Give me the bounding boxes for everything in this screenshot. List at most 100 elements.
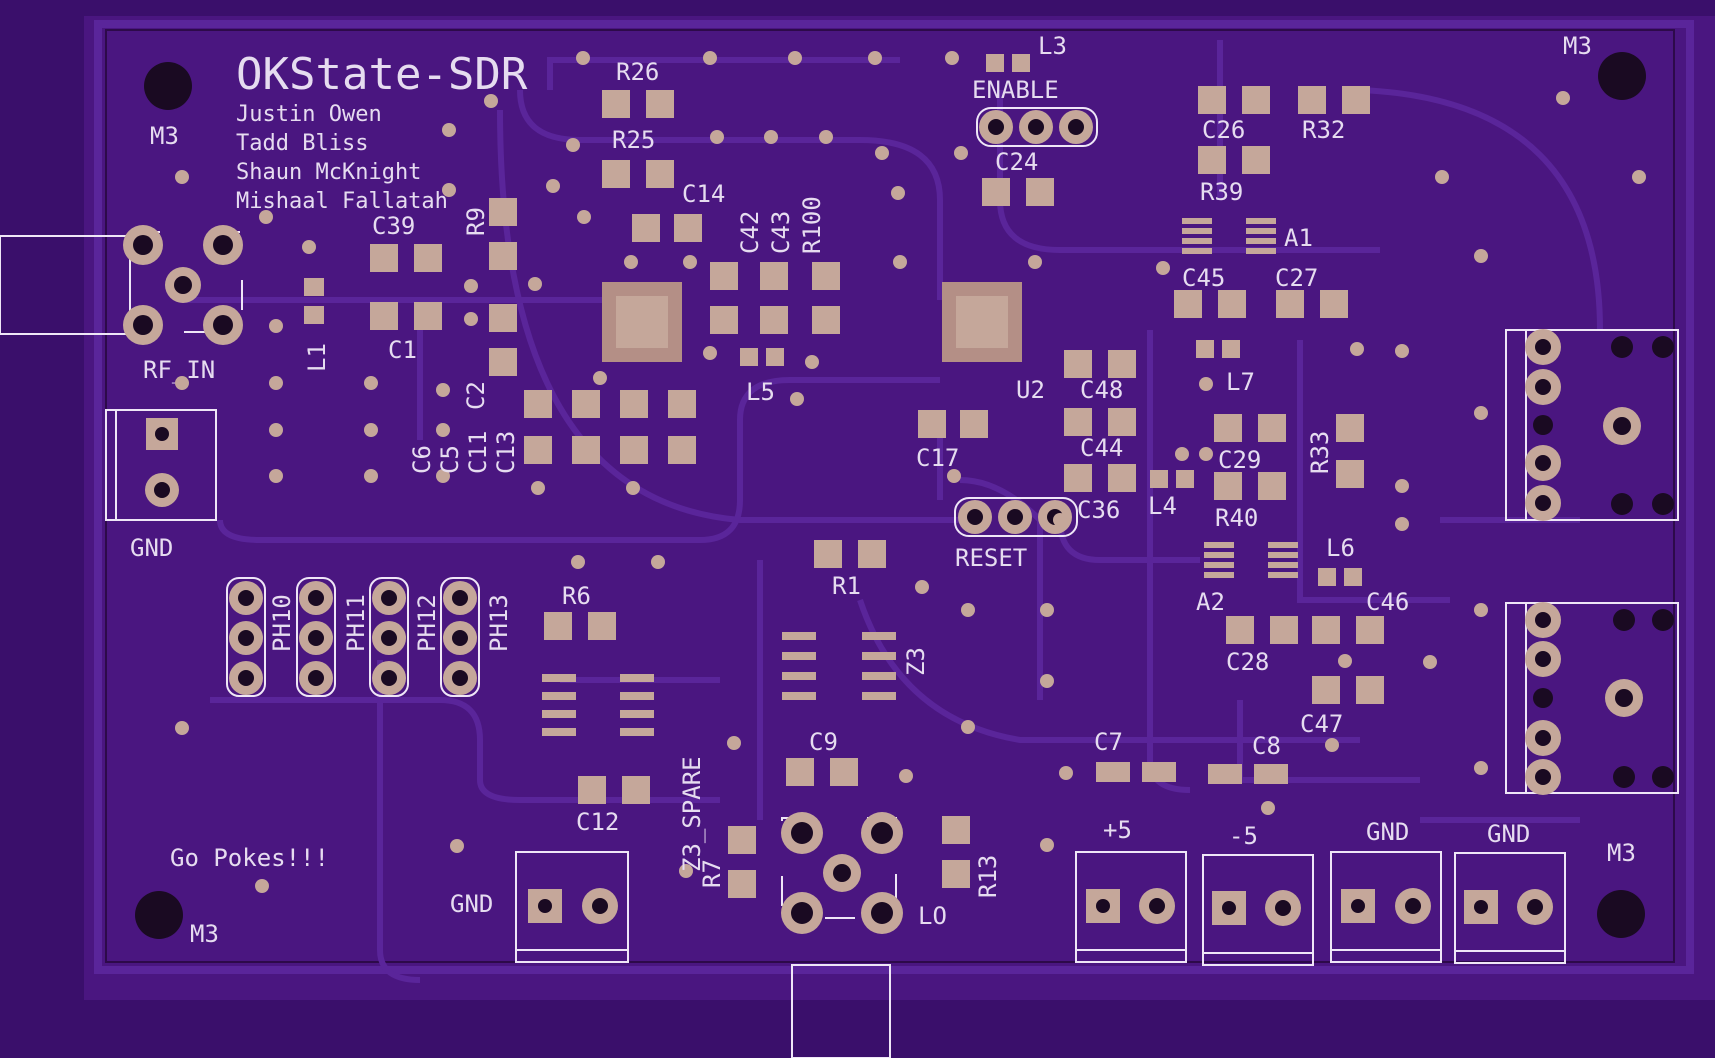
label-gnd-r1: GND [1366, 818, 1409, 846]
label-c28: C28 [1226, 648, 1269, 676]
copper-traces [180, 40, 1603, 983]
label-lo: LO [918, 902, 947, 930]
label-c6: C6 [408, 445, 436, 474]
label-ph11: PH11 [342, 594, 370, 652]
label-c5: C5 [436, 445, 464, 474]
label-gnd-bottom: GND [450, 890, 493, 918]
label-c14: C14 [682, 180, 725, 208]
terminal-plus5 [1075, 851, 1187, 963]
label-r13: R13 [974, 855, 1002, 898]
smd-pads [304, 54, 1384, 898]
rf-in-connector [0, 225, 243, 345]
label-ph10: PH10 [268, 594, 296, 652]
label-c13: C13 [492, 431, 520, 474]
label-l7: L7 [1226, 368, 1255, 396]
label-ph13: PH13 [485, 594, 513, 652]
label-c9: C9 [809, 728, 838, 756]
author-1: Justin Owen [236, 102, 382, 127]
label-l4: L4 [1148, 492, 1177, 520]
header-ph11 [296, 577, 336, 697]
ph-headers [226, 577, 480, 697]
label-r100: R100 [798, 196, 826, 254]
lo-connector [781, 812, 903, 1058]
label-c26: C26 [1202, 116, 1245, 144]
mount-hole-tr [1598, 52, 1646, 100]
label-c39: C39 [372, 212, 415, 240]
label-c36: C36 [1077, 496, 1120, 524]
label-r33: R33 [1306, 431, 1334, 474]
right-connector-top [1505, 329, 1679, 521]
label-m3-bl: M3 [190, 920, 219, 948]
label-enable: ENABLE [972, 76, 1059, 104]
label-r7: R7 [698, 859, 726, 888]
label-c1: C1 [388, 336, 417, 364]
label-m3-tl: M3 [150, 122, 179, 150]
label-c11: C11 [464, 431, 492, 474]
author-4: Mishaal Fallatah [236, 189, 448, 214]
mount-hole-tl [144, 62, 192, 110]
terminal-gnd-r1 [1330, 851, 1442, 963]
label-c45: C45 [1182, 264, 1225, 292]
label-l5: L5 [746, 378, 775, 406]
board-edge-pour [94, 20, 1694, 974]
board-title: OKState-SDR [236, 49, 528, 100]
label-c47: C47 [1300, 710, 1343, 738]
mount-hole-bl [135, 891, 183, 939]
label-z3: Z3 [902, 647, 930, 676]
label-r26: R26 [616, 58, 659, 86]
label-c27: C27 [1275, 264, 1318, 292]
slogan: Go Pokes!!! [170, 844, 329, 872]
label-l3: L3 [1038, 32, 1067, 60]
refdes-labels: R26 R25 C14 C42 C43 R100 C39 R9 L1 C1 C2… [303, 32, 1409, 898]
label-l1: L1 [303, 343, 331, 372]
vias [175, 51, 1646, 893]
label-c7: C7 [1094, 728, 1123, 756]
gnd-bottom-terminal [515, 851, 629, 963]
label-r32: R32 [1302, 116, 1345, 144]
label-reset: RESET [955, 544, 1027, 572]
label-c46: C46 [1366, 588, 1409, 616]
label-c29: C29 [1218, 446, 1261, 474]
author-3: Shaun McKnight [236, 160, 421, 185]
label-r9: R9 [462, 207, 490, 236]
label-c12: C12 [576, 808, 619, 836]
ic-left [602, 282, 682, 362]
terminal-gnd-r2 [1454, 852, 1566, 964]
label-r6: R6 [562, 582, 591, 610]
header-ph13 [440, 577, 480, 697]
label-minus5: -5 [1229, 822, 1258, 850]
enable-header [976, 107, 1098, 147]
label-c44: C44 [1080, 434, 1123, 462]
terminal-minus5 [1202, 854, 1314, 966]
label-c2: C2 [462, 381, 490, 410]
label-plus5: +5 [1103, 816, 1132, 844]
label-ph12: PH12 [413, 594, 441, 652]
label-gnd-left: GND [130, 534, 173, 562]
label-z3-spare: Z3_SPARE [678, 756, 706, 872]
mounting-holes [135, 52, 1646, 939]
label-gnd-r2: GND [1487, 820, 1530, 848]
right-connector-bottom [1505, 602, 1679, 795]
label-m3-tr: M3 [1563, 32, 1592, 60]
label-a1: A1 [1284, 224, 1313, 252]
label-r25: R25 [612, 126, 655, 154]
label-c43: C43 [767, 211, 795, 254]
label-m3-br: M3 [1607, 839, 1636, 867]
header-ph10 [226, 577, 266, 697]
label-l6: L6 [1326, 534, 1355, 562]
author-2: Tadd Bliss [236, 131, 368, 156]
label-a2: A2 [1196, 588, 1225, 616]
label-u2: U2 [1016, 376, 1045, 404]
label-c48: C48 [1080, 376, 1123, 404]
label-r1: R1 [832, 572, 861, 600]
label-c24: C24 [995, 148, 1038, 176]
ic-u2 [942, 282, 1022, 362]
label-c42: C42 [736, 211, 764, 254]
mount-hole-br [1597, 890, 1645, 938]
gnd-left-terminal [105, 409, 217, 521]
label-c8: C8 [1252, 732, 1281, 760]
label-r39: R39 [1200, 178, 1243, 206]
header-ph12 [369, 577, 409, 697]
label-r40: R40 [1215, 504, 1258, 532]
